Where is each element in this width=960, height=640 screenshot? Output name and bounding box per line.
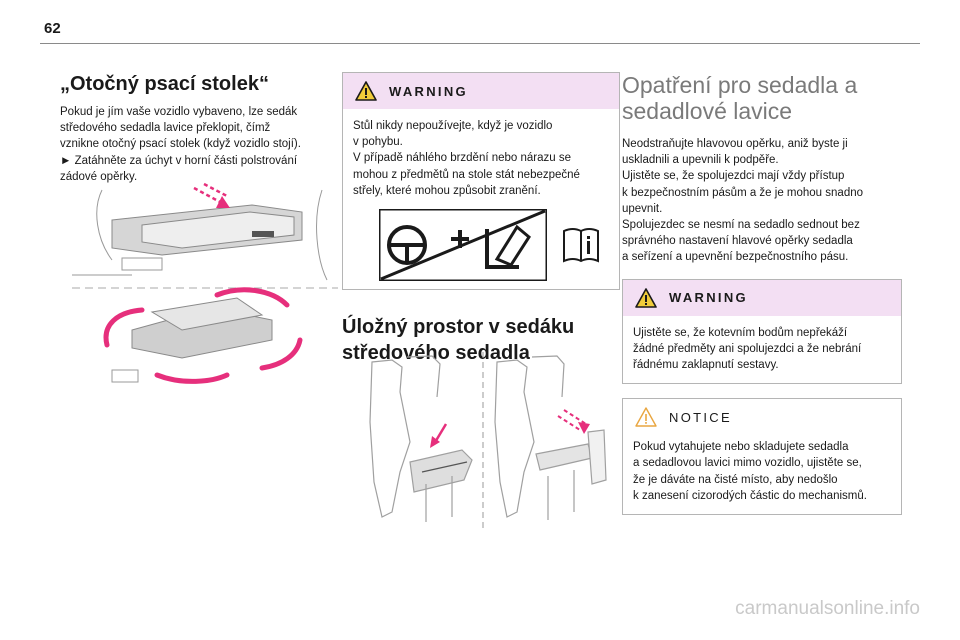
- table-top-lower: [131, 297, 273, 359]
- writing-table-illustration: [72, 182, 338, 384]
- seat-right: [494, 355, 607, 520]
- airbag-steering-icon: [379, 209, 547, 282]
- notice-text: Pokud vytahujete nebo skladujete sedadla…: [633, 441, 867, 502]
- warning-header: WARNING: [343, 73, 619, 109]
- header-rule: [40, 43, 920, 44]
- notice-box: NOTICE Pokud vytahujete nebo skladujete …: [622, 398, 902, 516]
- section-title-writing-table: „Otočný psací stolek“: [60, 73, 269, 95]
- warning-pictograms: [353, 209, 609, 282]
- watermark: carmanualsonline.info: [735, 598, 920, 619]
- section-title-precautions: Opatření pro sedadla a sedadlové lavice: [622, 72, 858, 124]
- warning-box-anchors: WARNING Ujistěte se, že kotevním bodům n…: [622, 278, 902, 385]
- notice-header: NOTICE: [623, 399, 901, 436]
- warning-triangle-icon: [355, 81, 377, 101]
- page-number: 62: [44, 20, 61, 37]
- warning-label: WARNING: [669, 290, 748, 306]
- warning-text-table: Stůl nikdy nepoužívejte, když je vozidlo…: [353, 120, 580, 197]
- section-title-storage: Úložný prostor v sedáku středového sedad…: [342, 316, 575, 364]
- notice-triangle-icon: [635, 407, 657, 427]
- warning-header: WARNING: [623, 279, 901, 316]
- storage-seat-illustration: [369, 352, 607, 530]
- column-middle: WARNING Stůl nikdy nepoužívejte, když je…: [342, 58, 620, 374]
- precautions-text: Neodstraňujte hlavovou opěrku, aniž byst…: [622, 138, 864, 264]
- rotate-arrows: [103, 287, 303, 384]
- warning-text-anchors: Ujistěte se, že kotevním bodům nepřekáží…: [633, 326, 862, 372]
- warning-box-table: WARNING Stůl nikdy nepoužívejte, když je…: [342, 72, 620, 290]
- seat-left: [369, 355, 473, 522]
- writing-table-text: Pokud je jím vaše vozidlo vybaveno, lze …: [60, 106, 301, 183]
- warning-triangle-icon: [635, 287, 657, 308]
- warning-label: WARNING: [389, 83, 468, 99]
- manual-book-icon: [563, 228, 599, 263]
- notice-label: NOTICE: [669, 409, 732, 425]
- column-writing-table: „Otočný psací stolek“ Pokud je jím vaše …: [60, 58, 336, 185]
- table-top-upper: [111, 204, 303, 256]
- column-precautions: Opatření pro sedadla a sedadlové lavice …: [622, 58, 902, 516]
- pull-arrows: [193, 182, 228, 204]
